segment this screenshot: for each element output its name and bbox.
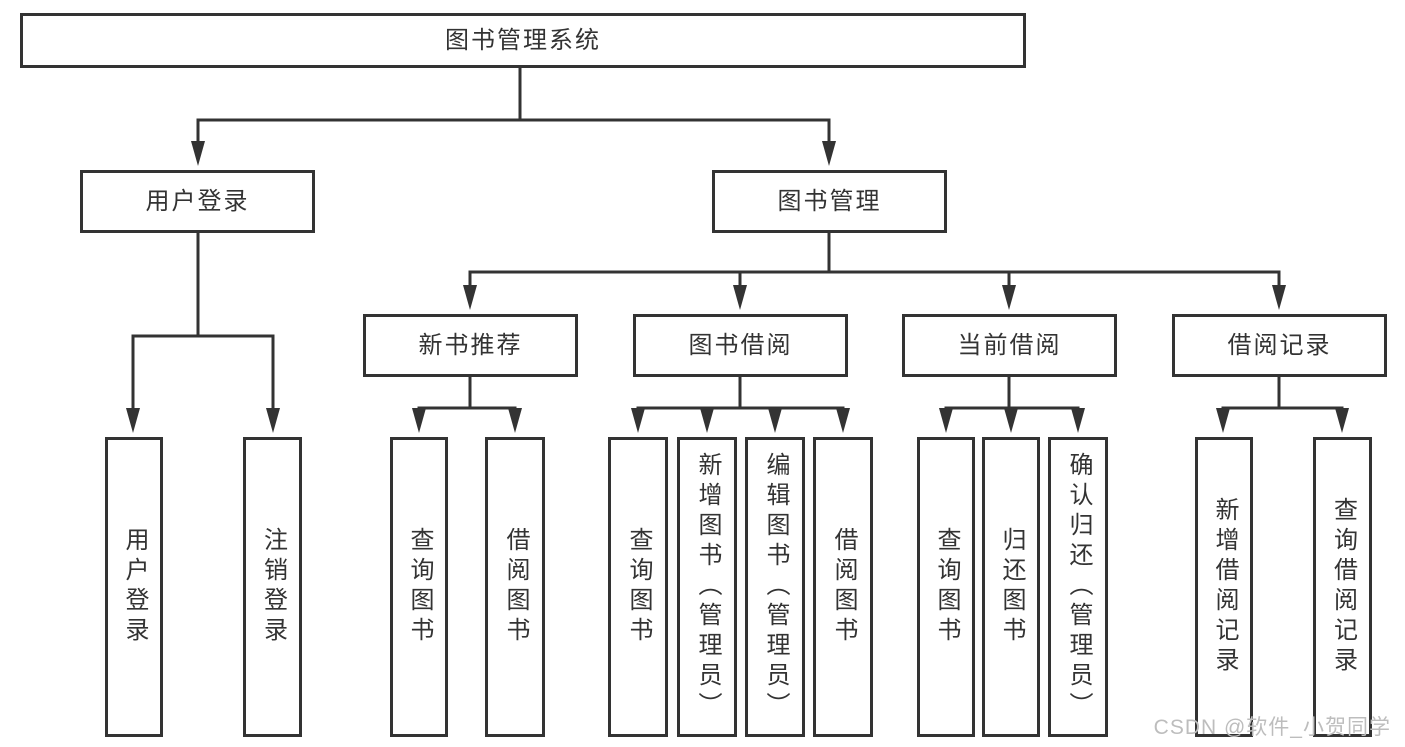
- node-borrow-record-label: 借阅记录: [1227, 331, 1332, 359]
- csdn-watermark: CSDN @软件_小贺同学: [1153, 716, 1391, 739]
- node-add-borrow-record: 新增借阅记录: [1195, 437, 1253, 737]
- node-user-login-label: 用户登录: [145, 187, 250, 215]
- node-current-borrow-label: 当前借阅: [957, 331, 1062, 359]
- node-root: 图书管理系统: [20, 13, 1026, 68]
- connector-book-management: [468, 231, 1281, 287]
- arrow-icon: [1272, 285, 1286, 310]
- arrow-icon: [191, 141, 205, 166]
- node-book-management: 图书管理: [712, 170, 947, 233]
- arrowheads: [126, 141, 1349, 433]
- arrow-icon: [1335, 408, 1349, 433]
- node-current-query-book-label: 查询图书: [933, 527, 960, 647]
- node-borrow-query-book: 查询图书: [608, 437, 668, 737]
- node-root-label: 图书管理系统: [445, 26, 601, 54]
- arrow-icon: [1216, 408, 1230, 433]
- node-login: 用户登录: [105, 437, 163, 737]
- arrow-icon: [733, 285, 747, 310]
- arrow-icon: [463, 285, 477, 310]
- connector-root: [196, 66, 831, 143]
- node-borrow-book-label: 借阅图书: [830, 527, 857, 647]
- node-book-borrow: 图书借阅: [633, 314, 848, 377]
- node-query-borrow-record-label: 查询借阅记录: [1329, 497, 1357, 677]
- node-new-book-recommend-label: 新书推荐: [418, 331, 523, 359]
- connector-borrow-record: [1221, 375, 1344, 410]
- node-query-borrow-record: 查询借阅记录: [1313, 437, 1372, 737]
- arrow-icon: [412, 408, 426, 433]
- node-borrow-book: 借阅图书: [813, 437, 873, 737]
- arrow-icon: [1002, 285, 1016, 310]
- arrow-icon: [768, 408, 782, 433]
- node-book-management-label: 图书管理: [777, 187, 882, 215]
- arrow-icon: [266, 408, 280, 433]
- node-user-login: 用户登录: [80, 170, 315, 233]
- node-add-book-admin: 新增图书（管理员）: [677, 437, 737, 737]
- connector-new-book-recommend: [417, 375, 517, 410]
- arrow-icon: [1004, 408, 1018, 433]
- node-current-query-book: 查询图书: [917, 437, 975, 737]
- arrow-icon: [822, 141, 836, 166]
- node-borrow-query-book-label: 查询图书: [625, 527, 652, 647]
- connector-book-borrow: [636, 375, 845, 410]
- arrow-icon: [126, 408, 140, 433]
- node-edit-book-admin-label: 编辑图书（管理员）: [762, 452, 789, 722]
- arrow-icon: [836, 408, 850, 433]
- node-recommend-borrow-book: 借阅图书: [485, 437, 545, 737]
- node-confirm-return-admin-label: 确认归还（管理员）: [1065, 452, 1092, 722]
- node-return-book-label: 归还图书: [998, 527, 1025, 647]
- node-logout: 注销登录: [243, 437, 302, 737]
- node-return-book: 归还图书: [982, 437, 1040, 737]
- node-confirm-return-admin: 确认归还（管理员）: [1048, 437, 1108, 737]
- arrow-icon: [631, 408, 645, 433]
- arrow-icon: [1071, 408, 1085, 433]
- node-add-book-admin-label: 新增图书（管理员）: [694, 452, 721, 722]
- arrow-icon: [700, 408, 714, 433]
- node-current-borrow: 当前借阅: [902, 314, 1117, 377]
- connector-user-login: [131, 231, 275, 410]
- node-logout-label: 注销登录: [259, 527, 287, 647]
- node-login-label: 用户登录: [121, 527, 148, 647]
- node-borrow-record: 借阅记录: [1172, 314, 1387, 377]
- node-recommend-borrow-book-label: 借阅图书: [502, 527, 529, 647]
- node-recommend-query-book: 查询图书: [390, 437, 448, 737]
- node-add-borrow-record-label: 新增借阅记录: [1211, 497, 1238, 677]
- arrow-icon: [508, 408, 522, 433]
- node-book-borrow-label: 图书借阅: [688, 331, 793, 359]
- arrow-icon: [939, 408, 953, 433]
- node-edit-book-admin: 编辑图书（管理员）: [745, 437, 805, 737]
- node-recommend-query-book-label: 查询图书: [406, 527, 433, 647]
- node-new-book-recommend: 新书推荐: [363, 314, 578, 377]
- connector-current-borrow: [944, 375, 1080, 410]
